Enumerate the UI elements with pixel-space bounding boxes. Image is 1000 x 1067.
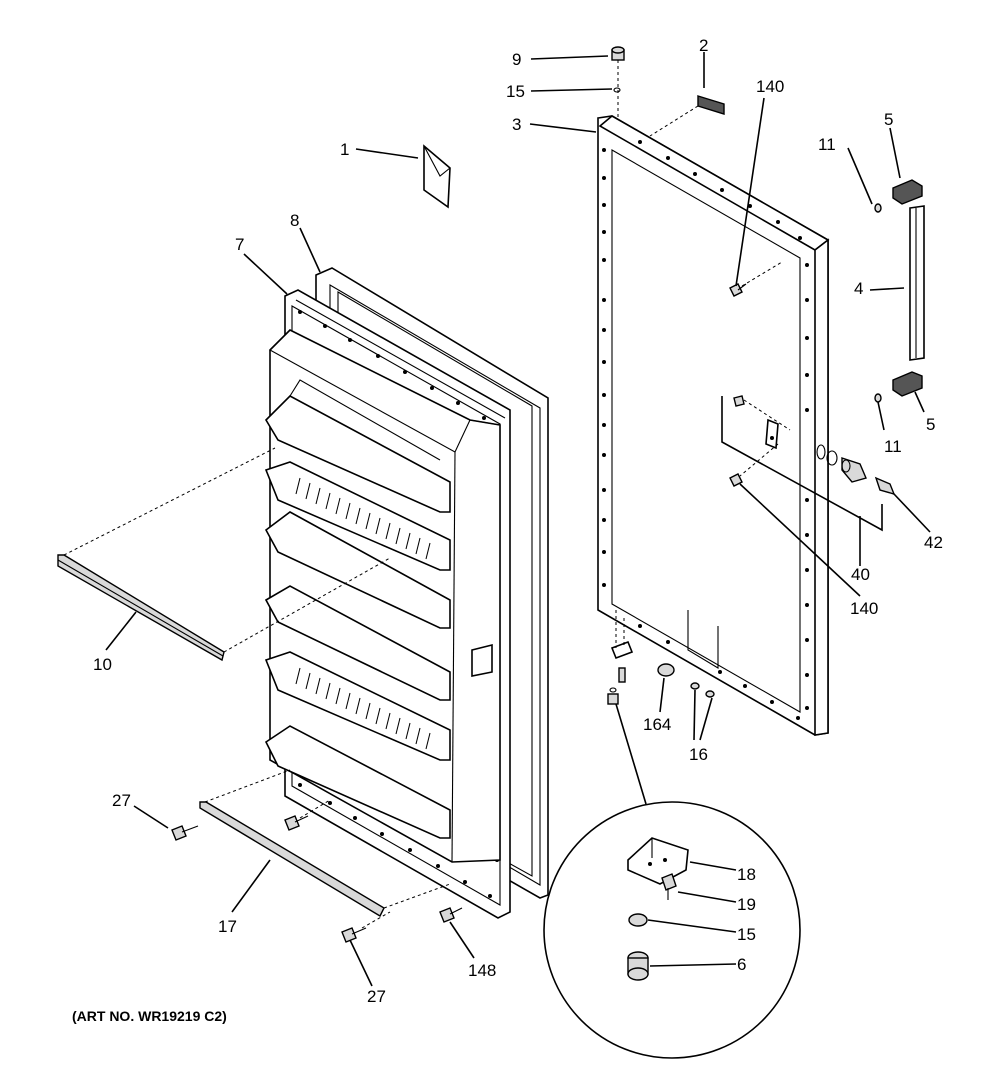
leader-lines bbox=[105, 52, 931, 987]
door-shelf-body bbox=[264, 329, 501, 863]
handle-cap-5-top bbox=[892, 179, 923, 205]
door-outer-panel bbox=[597, 115, 830, 736]
screw-27-upper bbox=[171, 825, 199, 841]
lock-bracket-outline bbox=[721, 396, 883, 532]
handle-cap-5-bottom bbox=[892, 371, 923, 397]
lock-cylinder bbox=[841, 457, 867, 483]
hinge-small-screw bbox=[618, 667, 626, 683]
lock-screw bbox=[733, 395, 745, 407]
lock-bracket bbox=[765, 418, 779, 450]
callout-140-upper: 140 bbox=[756, 77, 784, 96]
screw-140-upper bbox=[729, 283, 747, 297]
hinge-small-bushing bbox=[607, 693, 619, 705]
screw-140-lower bbox=[729, 473, 743, 487]
detail-bushing-6 bbox=[627, 951, 649, 981]
detail-circle bbox=[543, 801, 801, 1059]
callout-11-bottom: 11 bbox=[884, 437, 902, 456]
callout-8: 8 bbox=[290, 211, 299, 230]
callout-148: 148 bbox=[468, 961, 496, 980]
literature-envelope-1 bbox=[423, 144, 451, 209]
callout-5-top: 5 bbox=[884, 110, 893, 129]
callout-9: 9 bbox=[512, 50, 521, 69]
callout-11-top: 11 bbox=[818, 135, 836, 154]
shelf-4 bbox=[264, 585, 451, 701]
screw-148 bbox=[439, 907, 463, 923]
detail-washer-15 bbox=[628, 913, 648, 927]
panel-holes-left bbox=[602, 148, 606, 587]
shelf-6 bbox=[264, 725, 451, 839]
shelf-3 bbox=[264, 511, 451, 629]
lock-ring bbox=[826, 450, 838, 466]
callout-6: 6 bbox=[737, 955, 746, 974]
screw-11-bottom bbox=[874, 393, 882, 403]
callout-16: 16 bbox=[689, 745, 708, 764]
label-2 bbox=[697, 95, 725, 115]
callout-17: 17 bbox=[218, 917, 237, 936]
screw-27-lower bbox=[341, 927, 367, 943]
callout-19: 19 bbox=[737, 895, 756, 914]
handle-4 bbox=[909, 205, 925, 361]
panel-holes-top bbox=[638, 140, 802, 240]
hinge-small-washer bbox=[609, 687, 617, 693]
hinge-bracket-small bbox=[610, 640, 634, 660]
cap-9 bbox=[611, 46, 625, 61]
callout-15-detail: 15 bbox=[737, 925, 756, 944]
callout-140-lower: 140 bbox=[850, 599, 878, 618]
detail-hinge-bracket-18 bbox=[627, 837, 689, 885]
plug-164 bbox=[657, 663, 675, 677]
callout-7: 7 bbox=[235, 235, 244, 254]
callout-4: 4 bbox=[854, 279, 863, 298]
detail-screw-19 bbox=[661, 873, 677, 900]
callout-15-top: 15 bbox=[506, 82, 525, 101]
panel-holes-right bbox=[805, 263, 809, 710]
callout-42: 42 bbox=[924, 533, 943, 552]
callout-3: 3 bbox=[512, 115, 521, 134]
callout-5-bottom: 5 bbox=[926, 415, 935, 434]
callout-27-upper: 27 bbox=[112, 791, 131, 810]
callout-40: 40 bbox=[851, 565, 870, 584]
lock-key-42 bbox=[874, 476, 896, 496]
screw-11-top bbox=[874, 203, 882, 213]
callout-27-lower: 27 bbox=[367, 987, 386, 1006]
plugs-16 bbox=[690, 682, 715, 698]
washer-15-top bbox=[613, 87, 621, 93]
callout-2: 2 bbox=[699, 36, 708, 55]
shelf-2 bbox=[264, 461, 451, 571]
callout-164: 164 bbox=[643, 715, 671, 734]
art-number: (ART NO. WR19219 C2) bbox=[72, 1008, 227, 1024]
shelf-1 bbox=[264, 379, 451, 513]
screw-liner bbox=[284, 815, 309, 831]
callout-10: 10 bbox=[93, 655, 112, 674]
shelf-5 bbox=[264, 651, 451, 761]
panel-holes-bottom bbox=[638, 624, 800, 720]
callout-18: 18 bbox=[737, 865, 756, 884]
shelf-rail-10 bbox=[57, 554, 225, 662]
callout-1: 1 bbox=[340, 140, 349, 159]
